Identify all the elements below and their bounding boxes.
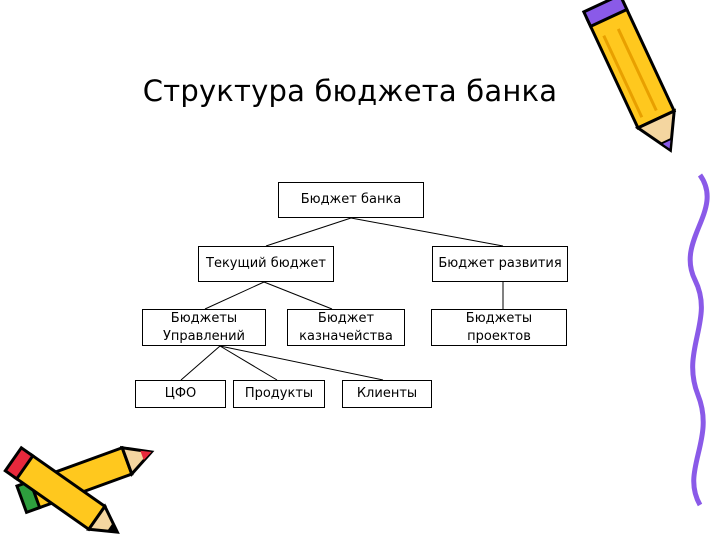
pencil-icon [581, 0, 677, 153]
node-clients: Клиенты [342, 380, 432, 408]
pencil-icon [3, 445, 120, 534]
connector-current-treasury [263, 281, 333, 310]
node-project-budgets: Бюджеты проектов [431, 309, 567, 346]
connector-departments-cfo [180, 345, 221, 381]
node-products: Продукты [233, 380, 325, 408]
connector-root-current [265, 217, 352, 247]
node-treasury-budget: Бюджет казначейства [287, 309, 405, 346]
connector-root-development [350, 217, 504, 247]
connector-departments-products [219, 345, 278, 381]
node-current-budget: Текущий бюджет [198, 246, 334, 282]
slide-title: Структура бюджета банка [142, 74, 558, 108]
node-cfo: ЦФО [135, 380, 226, 408]
node-bank-budget: Бюджет банка [278, 182, 424, 218]
node-department-budgets: Бюджеты Управлений [142, 309, 266, 346]
node-development-budget: Бюджет развития [432, 246, 568, 282]
squiggle-line [687, 173, 710, 507]
connector-current-departments [204, 281, 265, 310]
connector-departments-clients [219, 345, 384, 381]
